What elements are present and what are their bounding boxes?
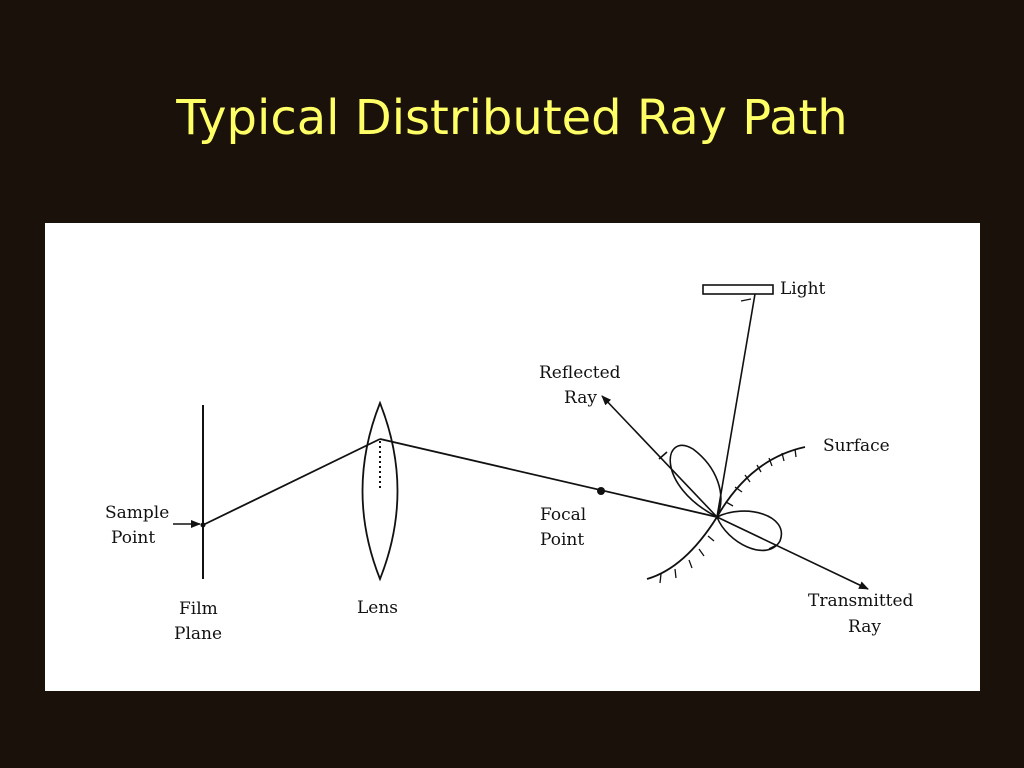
label-focal-line2: Point: [540, 530, 584, 550]
label-lens: Lens: [357, 598, 398, 618]
reflection-lobe-tick: [658, 451, 668, 460]
label-light: Light: [780, 279, 826, 299]
label-focal-line1: Focal: [540, 505, 586, 525]
label-sample-line1: Sample: [105, 503, 169, 523]
reflected-ray-arrow: [601, 395, 718, 518]
transmitted-ray-arrow: [716, 516, 869, 590]
light-source: [702, 284, 774, 295]
label-reflected-line1: Reflected: [539, 363, 621, 383]
label-film-line1: Film: [179, 599, 218, 619]
lens-shape: [361, 400, 399, 582]
light-ray-tick: [740, 298, 752, 302]
surface-hatches: [659, 448, 797, 584]
ray-film-to-lens: [202, 438, 381, 526]
slide-title: Typical Distributed Ray Path: [176, 90, 848, 146]
light-ray: [716, 293, 756, 518]
label-transmitted-line2: Ray: [848, 617, 881, 637]
focal-point-dot: [597, 487, 605, 495]
ray-path-diagram: Light Reflected Ray Surface Sample Point…: [45, 223, 980, 691]
transmission-lobe-tick: [768, 544, 778, 550]
label-film-line2: Plane: [174, 624, 222, 644]
label-sample-line2: Point: [111, 528, 155, 548]
label-transmitted-line1: Transmitted: [808, 591, 914, 611]
label-surface: Surface: [823, 436, 890, 456]
reflection-lobe: [669, 444, 722, 519]
ray-lens-to-surface: [379, 438, 718, 518]
ray-path-svg: Light Reflected Ray Surface Sample Point…: [105, 279, 914, 644]
transmission-lobe: [715, 510, 783, 552]
label-reflected-line2: Ray: [564, 388, 597, 408]
